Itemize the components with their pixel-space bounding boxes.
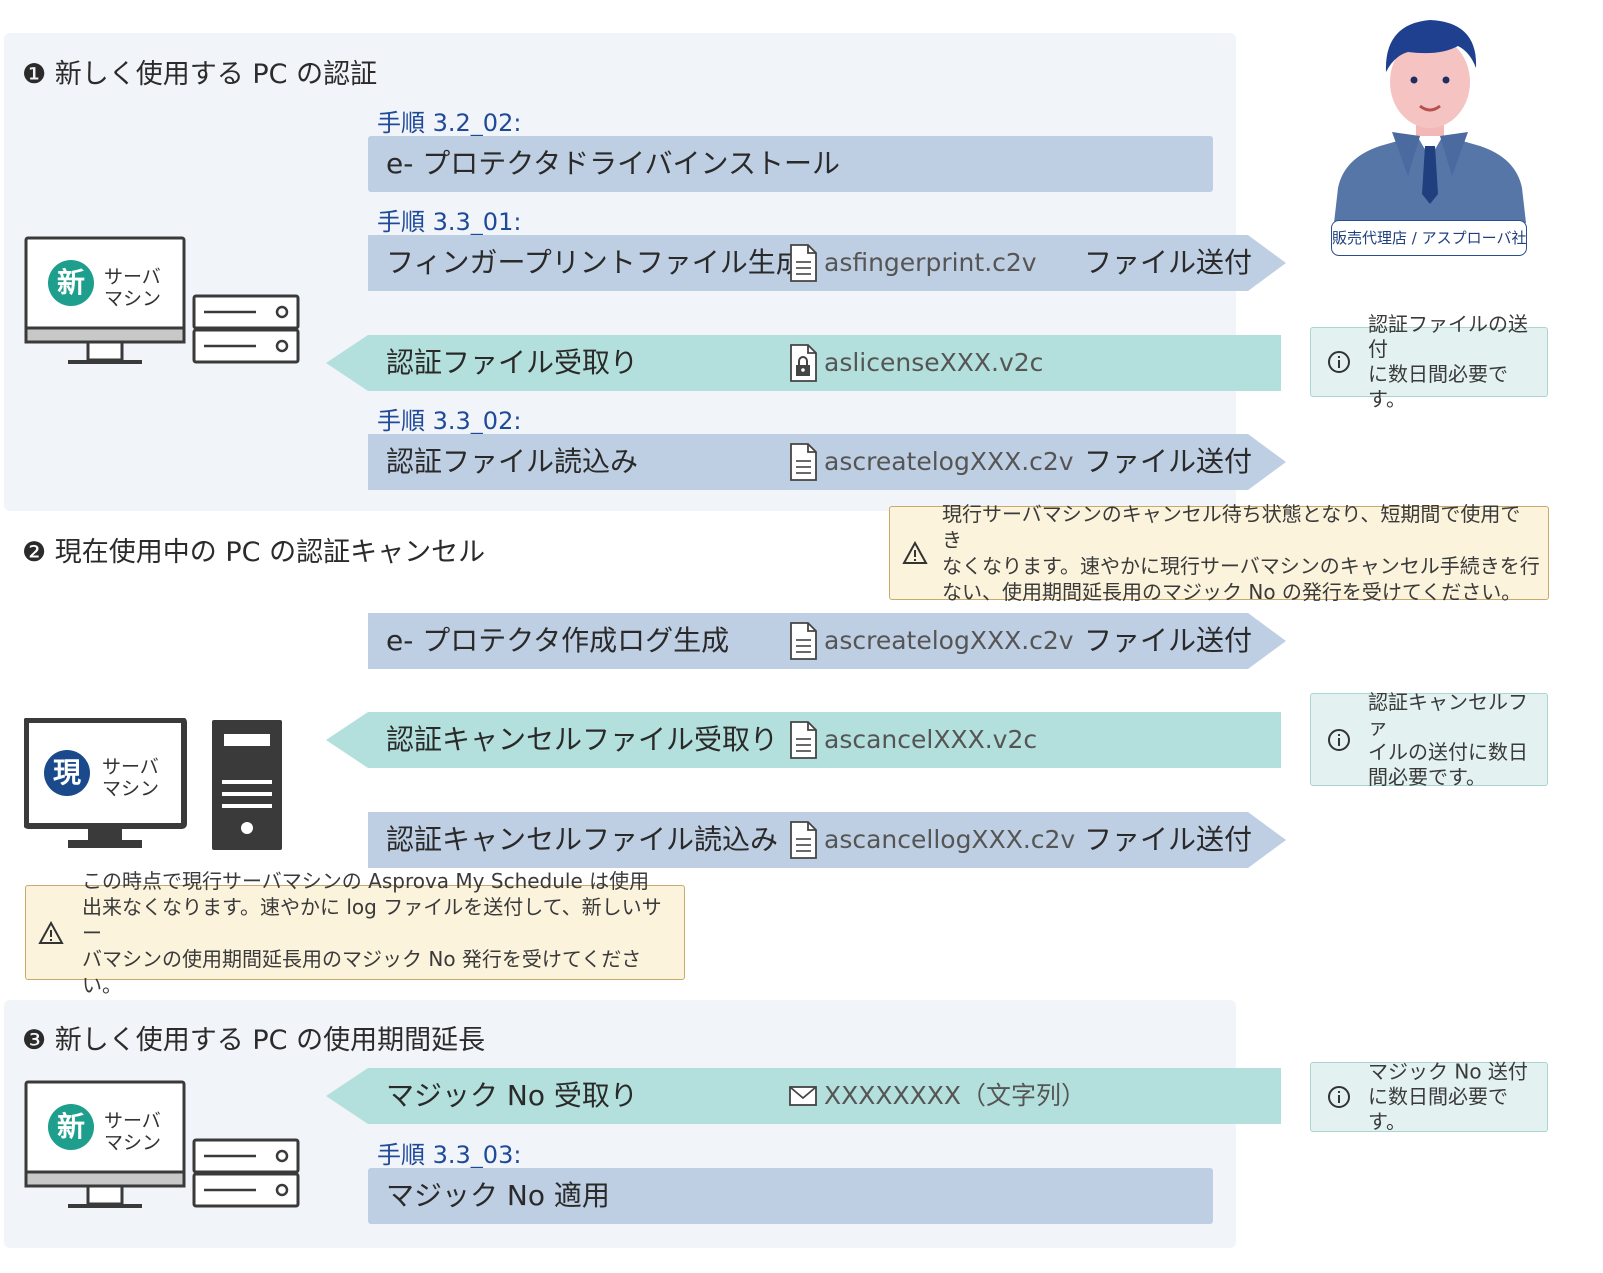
warning-line: バマシンの使用期間延長用のマジック No 発行を受けてください。: [82, 946, 642, 997]
file-name: ascreatelogXXX.c2v: [788, 434, 1074, 490]
file-text: ascreatelogXXX.c2v: [824, 626, 1074, 655]
bar-label: 認証ファイル受取り: [386, 346, 639, 379]
bar-receive-magic: マジック No 受取り XXXXXXXX（文字列）: [326, 1068, 1281, 1124]
info-icon: [1328, 351, 1350, 373]
send-label: ファイル送付: [1084, 246, 1253, 279]
info-line: に数日間必要です。: [1368, 362, 1508, 411]
bar-label: フィンガープリントファイル生成: [386, 246, 804, 279]
bar-label: 認証キャンセルファイル受取り: [386, 723, 779, 756]
bar-label: マジック No 適用: [386, 1179, 610, 1212]
bar-read-license: 認証ファイル読込み ascreatelogXXX.c2v ファイル送付: [368, 434, 1288, 490]
warning-icon: [902, 541, 928, 564]
warning-line: なくなります。速やかに現行サーバマシンのキャンセル手続きを行: [942, 554, 1540, 578]
warning-line: ない、使用期間延長用のマジック No の発行を受けてください。: [942, 580, 1522, 604]
bar-receive-cancel: 認証キャンセルファイル受取り ascancelXXX.v2c: [326, 712, 1281, 768]
pc-label-line1: サーバ: [102, 756, 159, 778]
document-icon: [790, 443, 817, 481]
info-line: イルの送付に数日: [1368, 739, 1528, 764]
pc-label-line1: サーバ: [104, 266, 161, 288]
warning-line: 現行サーバマシンのキャンセル待ち状態となり、短期間で使用でき: [942, 502, 1521, 552]
info-line: に数日間必要です。: [1368, 1084, 1508, 1134]
bar-fingerprint: フィンガープリントファイル生成 asfingerprint.c2v ファイル送付: [368, 235, 1288, 291]
info-box-license: 認証ファイルの送付 に数日間必要です。: [1310, 312, 1548, 411]
info-text: マジック No 送付 に数日間必要です。: [1368, 1060, 1541, 1135]
person-icon: [1334, 20, 1526, 223]
document-icon: [790, 821, 817, 859]
file-name: asfingerprint.c2v: [788, 235, 1037, 291]
server-icon: [192, 294, 300, 364]
document-icon: [790, 622, 817, 660]
new-server-machine: 新 サーバ マシン: [24, 236, 304, 368]
document-icon: [790, 244, 817, 282]
bar-apply-magic: マジック No 適用: [368, 1168, 1213, 1224]
bar-label: 認証ファイル読込み: [386, 445, 639, 478]
info-text: 認証ファイルの送付 に数日間必要です。: [1368, 312, 1541, 412]
bar-receive-license: 認証ファイル受取り aslicenseXXX.v2c: [326, 335, 1281, 391]
file-name: ascreatelogXXX.c2v: [788, 613, 1074, 669]
info-line: 認証キャンセルファ: [1368, 689, 1528, 739]
step-3-3-01: 手順 3.3_01:: [377, 208, 522, 236]
pc-label-line2: マシン: [102, 778, 160, 800]
info-line: マジック No 送付: [1368, 1059, 1528, 1084]
magic-code-text: XXXXXXXX（文字列）: [824, 1081, 1087, 1110]
send-label: ファイル送付: [1084, 624, 1253, 657]
section1-title: ❶ 新しく使用する PC の認証: [22, 59, 378, 90]
magic-code: XXXXXXXX（文字列）: [788, 1068, 1086, 1124]
file-name: ascancellogXXX.c2v: [788, 812, 1075, 868]
bar-label: e- プロテクタドライバインストール: [386, 147, 840, 180]
monitor-icon: [23, 717, 187, 848]
document-icon: [790, 721, 817, 759]
warning-icon: [38, 920, 64, 944]
pc-label-line2: マシン: [104, 288, 162, 310]
file-text: ascancellogXXX.c2v: [824, 825, 1076, 854]
file-text: ascancelXXX.v2c: [824, 725, 1038, 754]
step-3-3-02: 手順 3.3_02:: [377, 407, 522, 435]
send-label: ファイル送付: [1084, 823, 1253, 856]
tower-pc-icon: [212, 720, 282, 850]
step-3-2-02: 手順 3.2_02:: [377, 109, 522, 137]
bar-label: マジック No 受取り: [386, 1079, 638, 1112]
warning-box-cancel-wait: 現行サーバマシンのキャンセル待ち状態となり、短期間で使用でき なくなります。速や…: [889, 502, 1549, 604]
info-text: 認証キャンセルファ イルの送付に数日 間必要です。: [1368, 690, 1541, 790]
bar-label: e- プロテクタ作成ログ生成: [386, 624, 730, 657]
file-text: aslicenseXXX.v2c: [824, 348, 1044, 377]
current-server-machine: 現 サーバ マシン: [23, 717, 304, 853]
step-3-3-03: 手順 3.3_03:: [377, 1141, 522, 1169]
file-text: asfingerprint.c2v: [824, 248, 1037, 277]
server-icon: [192, 1138, 300, 1208]
info-icon: [1328, 728, 1350, 751]
info-box-magic: マジック No 送付 に数日間必要です。: [1310, 1060, 1548, 1135]
dealer-label: 販売代理店 / アスプローバ社: [1331, 220, 1527, 256]
info-line: 認証ファイルの送付: [1368, 312, 1528, 361]
badge-new: 新: [48, 1104, 94, 1150]
bar-read-cancel: 認証キャンセルファイル読込み ascancellogXXX.c2v ファイル送付: [368, 812, 1288, 868]
pc-label-line1: サーバ: [104, 1110, 161, 1132]
section3-title: ❸ 新しく使用する PC の使用期間延長: [22, 1025, 486, 1056]
info-icon: [1328, 1086, 1350, 1108]
warning-text: 現行サーバマシンのキャンセル待ち状態となり、短期間で使用でき なくなります。速や…: [942, 501, 1540, 605]
envelope-icon: [789, 1086, 817, 1106]
dealer-person: [1330, 8, 1530, 258]
send-label: ファイル送付: [1084, 445, 1253, 478]
warning-line: 出来なくなります。速やかに log ファイルを送付して、新しいサー: [82, 894, 662, 945]
warning-line: この時点で現行サーバマシンの Asprova My Schedule は使用: [82, 868, 650, 893]
file-name: ascancelXXX.v2c: [788, 712, 1037, 768]
section2-title: ❷ 現在使用中の PC の認証キャンセル: [22, 537, 486, 568]
bar-driver-install: e- プロテクタドライバインストール: [368, 136, 1213, 192]
info-box-cancel: 認証キャンセルファ イルの送付に数日 間必要です。: [1310, 690, 1548, 789]
lock-document-icon: [790, 344, 817, 382]
new-server-machine-3: 新 サーバ マシン: [24, 1080, 304, 1212]
file-name: aslicenseXXX.v2c: [788, 335, 1043, 391]
file-text: ascreatelogXXX.c2v: [824, 447, 1074, 476]
info-line: 間必要です。: [1368, 764, 1486, 789]
bar-create-log: e- プロテクタ作成ログ生成 ascreatelogXXX.c2v ファイル送付: [368, 613, 1288, 669]
warning-text: この時点で現行サーバマシンの Asprova My Schedule は使用 出…: [82, 868, 676, 998]
pc-label-line2: マシン: [104, 1132, 162, 1154]
warning-box-log: この時点で現行サーバマシンの Asprova My Schedule は使用 出…: [25, 869, 685, 997]
bar-label: 認証キャンセルファイル読込み: [386, 823, 779, 856]
badge-new: 新: [48, 260, 94, 306]
badge-current: 現: [44, 750, 90, 796]
